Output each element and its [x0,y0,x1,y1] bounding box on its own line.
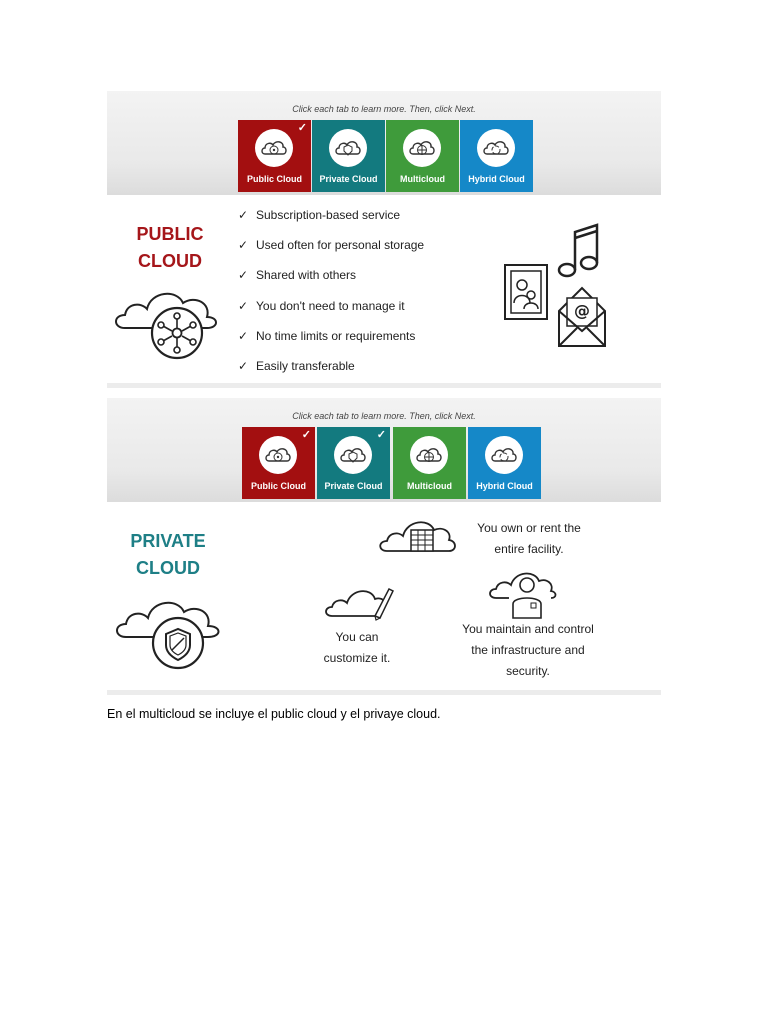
tab-instruction: Click each tab to learn more. Then, clic… [292,411,476,421]
email-envelope-icon: @ [558,286,606,347]
feature-text: Used often for personal storage [256,238,425,253]
tab-label: Private Cloud [319,174,378,184]
note-line: security. [506,664,550,678]
svg-text:@: @ [574,301,590,320]
facility-note: You own or rent the entire facility. [464,518,594,560]
feature-text: Easily transferable [256,358,355,373]
check-icon: ✓ [376,429,386,441]
private-cloud-panel: Click each tab to learn more. Then, clic… [107,398,661,695]
shield-cloud-icon [116,602,220,670]
title-line: PRIVATE [130,531,206,551]
list-item: ✓ Easily transferable [238,358,424,388]
note-line: customize it. [323,651,391,665]
tab-label: Hybrid Cloud [468,174,525,184]
note-line: the infrastructure and [471,643,585,657]
pencil-cloud-icon [325,587,394,621]
note-line: You maintain and control [462,622,594,636]
check-icon: ✓ [238,268,249,283]
check-icon: ✓ [297,122,307,134]
maintain-note: You maintain and control the infrastruct… [445,619,611,682]
network-cloud-icon [115,293,217,360]
tab-bar: Click each tab to learn more. Then, clic… [107,398,661,502]
tab-multicloud[interactable]: Multicloud [393,427,466,499]
tab-instruction: Click each tab to learn more. Then, clic… [292,104,476,114]
public-cloud-panel: Click each tab to learn more. Then, clic… [107,91,661,388]
feature-text: Subscription-based service [256,208,401,222]
title-line: PUBLIC [136,224,204,244]
check-icon: ✓ [238,238,249,253]
person-cloud-icon [489,572,557,619]
tab-hybrid-cloud[interactable]: Hybrid Cloud [468,427,541,499]
list-item: ✓ Subscription-based service [238,207,424,237]
check-icon: ✓ [301,429,311,441]
tab-hybrid-cloud[interactable]: Hybrid Cloud [460,120,533,192]
list-item: ✓ No time limits or requirements [238,328,424,358]
list-item: ✓ Shared with others [238,267,424,297]
tab-private-cloud[interactable]: Private Cloud [312,120,385,192]
tab-label: Public Cloud [247,174,302,184]
tab-bar: Click each tab to learn more. Then, clic… [107,91,661,195]
list-item: ✓ You don't need to manage it [238,298,424,328]
check-icon: ✓ [238,298,249,313]
tab-label: Public Cloud [251,481,306,491]
panel-divider [107,690,661,695]
shield-cloud-icon [334,436,372,474]
cycle-cloud-icon [485,436,523,474]
feature-text: No time limits or requirements [256,328,416,343]
tab-label: Multicloud [400,174,445,184]
customize-note: You can customize it. [305,627,409,669]
grid-cloud-icon [403,129,441,167]
note-line: entire facility. [494,542,564,556]
music-note-icon [557,223,599,278]
grid-cloud-icon [410,436,448,474]
tab-public-cloud[interactable]: Public Cloud ✓ [242,427,315,499]
title-line: CLOUD [138,251,202,271]
building-cloud-icon [379,521,456,552]
tab-private-cloud[interactable]: Private Cloud ✓ [317,427,390,499]
panel-divider [107,383,661,388]
check-icon: ✓ [238,208,249,222]
list-item: ✓ Used often for personal storage [238,237,424,267]
title-line: CLOUD [136,558,200,578]
feature-text: You don't need to manage it [256,298,405,313]
tab-multicloud[interactable]: Multicloud [386,120,459,192]
tab-label: Multicloud [407,481,452,491]
photo-frame-icon [504,264,548,320]
note-line: You can [335,630,379,644]
network-cloud-icon [255,129,293,167]
tab-label: Private Cloud [324,481,383,491]
network-cloud-icon [259,436,297,474]
check-icon: ✓ [238,358,249,373]
document-caption: En el multicloud se incluye el public cl… [107,707,441,721]
check-icon: ✓ [238,328,249,343]
note-line: You own or rent the [477,521,581,535]
shield-cloud-icon [329,129,367,167]
cycle-cloud-icon [477,129,515,167]
tab-public-cloud[interactable]: Public Cloud ✓ [238,120,311,192]
private-cloud-title: PRIVATE CLOUD [113,528,223,582]
public-cloud-title: PUBLIC CLOUD [115,221,225,275]
feature-text: Shared with others [256,268,357,283]
public-cloud-feature-list: ✓ Subscription-based service ✓ Used often … [238,207,424,388]
tab-label: Hybrid Cloud [476,481,533,491]
